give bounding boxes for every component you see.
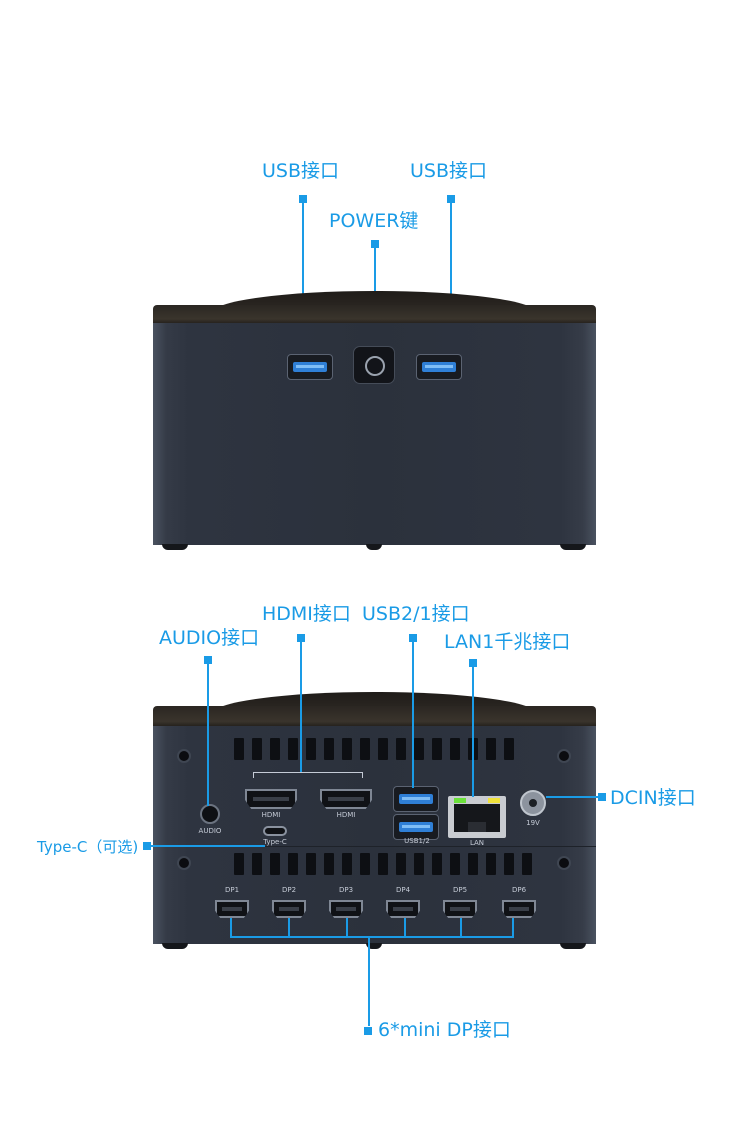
usb-left-leader — [302, 200, 304, 352]
device-foot — [366, 544, 382, 550]
hdmi-bracket — [253, 772, 363, 773]
rear-usb-port-1 — [393, 786, 439, 812]
typec-port-label: Type-C — [263, 838, 287, 846]
lan-leader — [472, 663, 474, 797]
hdmi-port-2 — [320, 789, 372, 809]
device-foot — [366, 943, 382, 949]
front-usb-port-right — [416, 354, 462, 380]
device-top-cap — [153, 305, 596, 325]
minidp-callout: 6*mini DP接口 — [378, 1019, 511, 1041]
screw — [177, 749, 191, 763]
screw — [557, 749, 571, 763]
power-icon — [365, 356, 385, 376]
mini-dp-port-3 — [329, 900, 363, 918]
typec-port — [263, 826, 287, 836]
hdmi-callout: HDMI接口 — [262, 603, 351, 625]
mini-dp-port-1 — [215, 900, 249, 918]
mini-dp-port-6 — [502, 900, 536, 918]
usb-right-callout: USB接口 — [410, 160, 488, 182]
dcin-callout: DCIN接口 — [610, 787, 696, 809]
screw — [557, 856, 571, 870]
device-rear-cap — [153, 706, 596, 728]
mini-dp-port-2 — [272, 900, 306, 918]
usb-port-label: USB1/2 — [404, 837, 430, 845]
rear-usb-port-2 — [393, 814, 439, 840]
audio-callout: AUDIO接口 — [159, 627, 260, 649]
device-foot — [162, 943, 188, 949]
dcin-leader — [546, 796, 599, 798]
screw — [177, 856, 191, 870]
audio-jack — [200, 804, 220, 824]
power-button[interactable] — [353, 346, 395, 384]
front-usb-port-left — [287, 354, 333, 380]
dcin-port — [520, 790, 546, 816]
audio-port-label: AUDIO — [198, 827, 222, 835]
dcin-marker — [598, 793, 606, 801]
typec-callout: Type-C（可选) — [37, 838, 139, 856]
hdmi-port-1 — [245, 789, 297, 809]
lan-port — [448, 796, 506, 838]
hdmi-port-label: HDMI — [261, 811, 281, 819]
power-callout: POWER键 — [329, 210, 419, 232]
lan-port-label: LAN — [469, 839, 485, 847]
lan-callout: LAN1千兆接口 — [444, 631, 571, 653]
device-foot — [162, 544, 188, 550]
dcin-port-label: 19V — [526, 819, 540, 827]
minidp-marker — [364, 1027, 372, 1035]
audio-leader — [207, 660, 209, 806]
usb-left-marker — [299, 195, 307, 203]
dp-port-label: DP6 — [511, 886, 527, 894]
power-marker — [371, 240, 379, 248]
usb-right-marker — [447, 195, 455, 203]
device-foot — [560, 544, 586, 550]
typec-leader — [150, 845, 265, 847]
dp-port-label: DP4 — [395, 886, 411, 894]
hdmi-port-label: HDMI — [336, 811, 356, 819]
panel-seam — [153, 846, 596, 847]
typec-marker — [143, 842, 151, 850]
usb21-leader — [412, 638, 414, 788]
minidp-bracket — [230, 936, 513, 938]
dp-port-label: DP1 — [224, 886, 240, 894]
mini-dp-port-5 — [443, 900, 477, 918]
dp-port-label: DP2 — [281, 886, 297, 894]
usb21-callout: USB2/1接口 — [362, 603, 470, 625]
mini-dp-port-4 — [386, 900, 420, 918]
dp-port-label: DP5 — [452, 886, 468, 894]
device-foot — [560, 943, 586, 949]
dp-port-label: DP3 — [338, 886, 354, 894]
usb-right-leader — [450, 200, 452, 352]
minidp-leader — [368, 936, 370, 1026]
usb-left-callout: USB接口 — [262, 160, 340, 182]
hdmi-leader — [300, 638, 302, 772]
